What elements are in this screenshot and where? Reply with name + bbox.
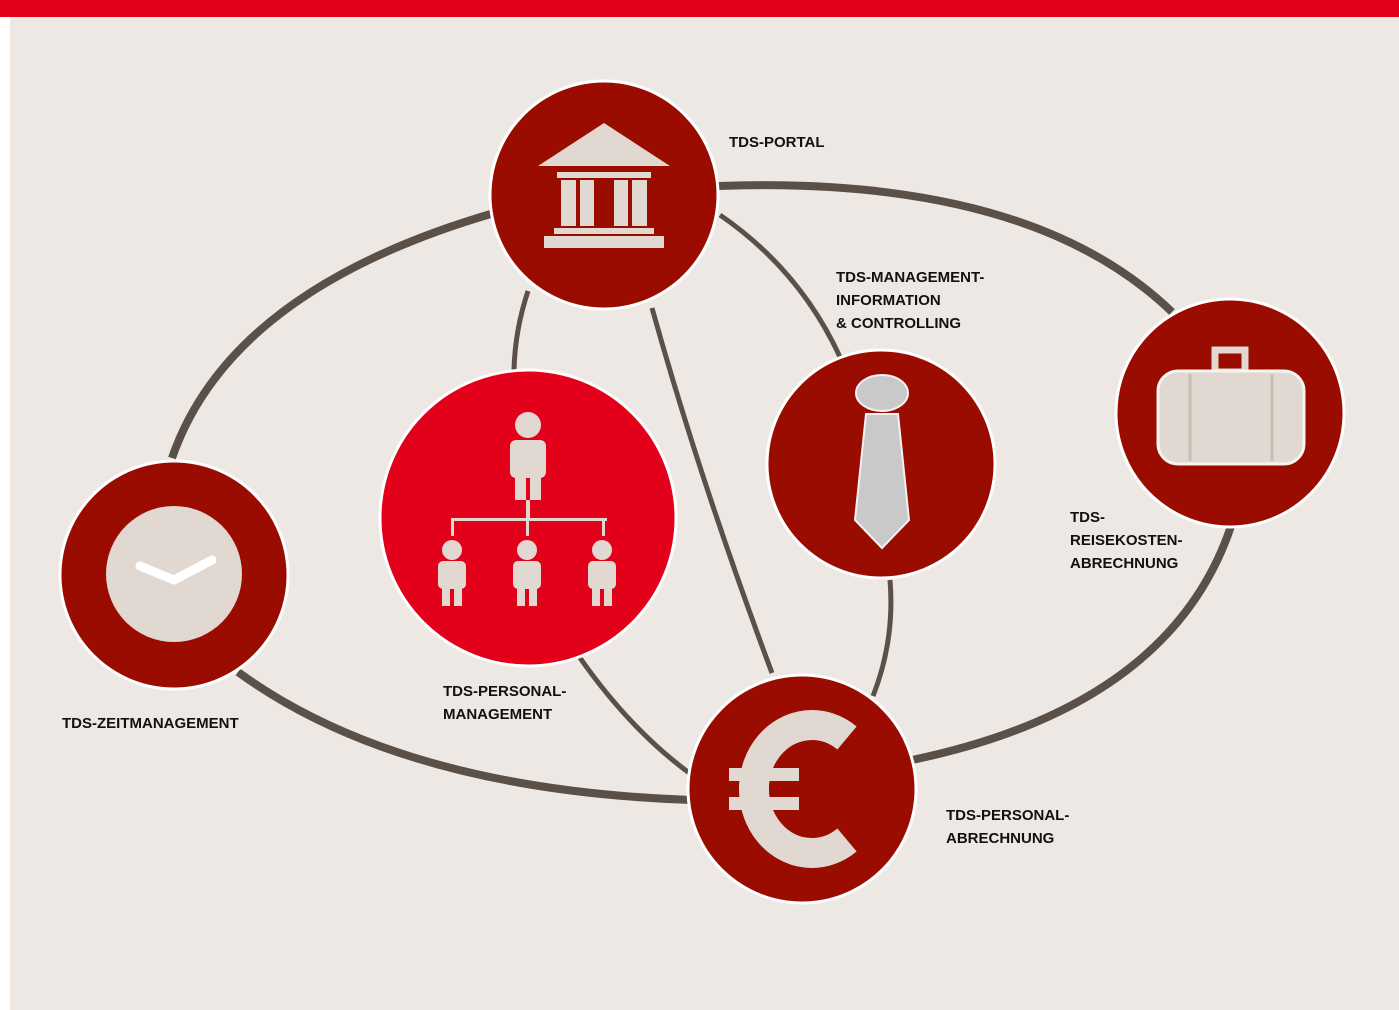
node-personalmanagement: [378, 368, 678, 668]
connector-portal-management-info: [718, 212, 843, 359]
label-personalmanagement-line-1: TDS-PERSONAL-: [443, 683, 567, 700]
label-personalmanagement-line-2: MANAGEMENT: [443, 706, 553, 723]
label-reisekosten-line-3: ABRECHNUNG: [1070, 555, 1179, 572]
node-reisekosten: [1114, 297, 1346, 529]
connectors: [168, 181, 1237, 804]
connector-zeitmanagement-abrechnung: [235, 668, 693, 804]
connector-portal-reisekosten: [717, 181, 1175, 315]
connector-portal-zeitmanagement: [168, 209, 496, 460]
label-personalabrechnung-line-2: ABRECHNUNG: [946, 830, 1055, 847]
connector-portal-personalmanagement: [511, 290, 531, 371]
connector-reisekosten-abrechnung: [911, 518, 1237, 764]
label-personalabrechnung-line-1: TDS-PERSONAL-: [946, 807, 1070, 824]
label-personalabrechnung: TDS-PERSONAL- ABRECHNUNG: [946, 804, 1069, 850]
label-reisekosten-line-1: TDS-: [1070, 509, 1105, 526]
org-chart-icon: [438, 412, 616, 606]
label-portal: TDS-PORTAL: [729, 131, 825, 154]
label-management-information-line-2: INFORMATION: [836, 292, 941, 309]
bank-icon: [538, 123, 670, 248]
top-red-bar: [0, 0, 1399, 17]
label-reisekosten-line-2: REISEKOSTEN-: [1070, 532, 1183, 549]
label-reisekosten: TDS- REISEKOSTEN- ABRECHNUNG: [1070, 506, 1183, 575]
node-management-information: [765, 348, 997, 580]
node-personalabrechnung-circle: [686, 673, 918, 905]
node-portal-circle: [488, 79, 720, 311]
label-portal-line: TDS-PORTAL: [729, 134, 825, 151]
label-management-information: TDS-MANAGEMENT- INFORMATION & CONTROLLIN…: [836, 266, 984, 335]
connector-portal-abrechnung: [649, 307, 775, 674]
label-personalmanagement: TDS-PERSONAL- MANAGEMENT: [443, 680, 566, 726]
label-zeitmanagement-line: TDS-ZEITMANAGEMENT: [62, 715, 239, 732]
suitcase-icon: [1156, 346, 1306, 466]
node-zeitmanagement: [58, 459, 290, 691]
tie-icon: [853, 374, 911, 550]
connector-management-info-abrechnung: [870, 579, 894, 697]
clock-icon: [106, 506, 242, 642]
connector-personalmanagement-abrechnung: [575, 653, 694, 778]
node-personalabrechnung: [686, 673, 918, 905]
label-management-information-line-1: TDS-MANAGEMENT-: [836, 269, 985, 286]
euro-icon: [729, 710, 857, 868]
node-portal: [488, 79, 720, 311]
label-zeitmanagement: TDS-ZEITMANAGEMENT: [62, 712, 239, 735]
label-management-information-line-3: & CONTROLLING: [836, 315, 961, 332]
